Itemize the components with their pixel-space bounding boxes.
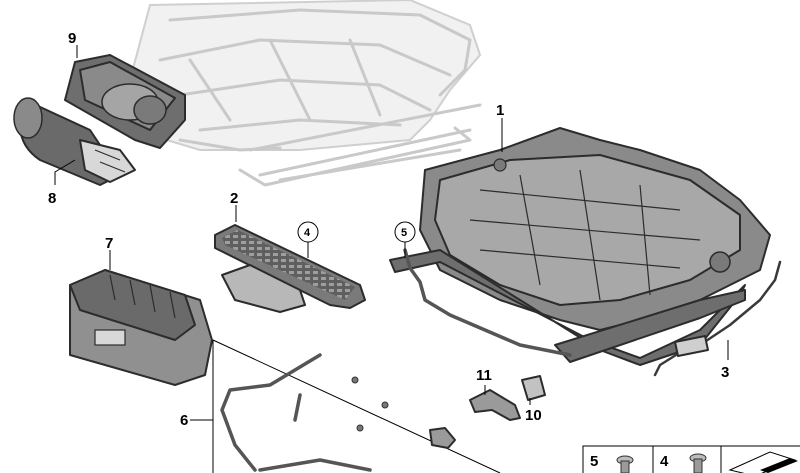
diagram-ref-icon (728, 451, 798, 473)
legend-cell-2 (652, 445, 722, 473)
ghost-seat-frame (128, 0, 482, 187)
callout-3: 3 (721, 364, 729, 381)
part-10-clip (521, 375, 546, 401)
callout-11: 11 (476, 367, 492, 384)
callout-9: 9 (68, 30, 76, 47)
callout-4: 4 (304, 227, 311, 239)
part-3-cable (653, 260, 782, 377)
fastener-legend: 5 4 (582, 445, 800, 473)
callout-2: 2 (230, 190, 238, 207)
callout-8: 8 (48, 190, 56, 207)
part-9-housing (64, 54, 186, 149)
screw-icon (616, 455, 634, 473)
part-6-bracket-set (212, 339, 501, 473)
part-8-cylinder (13, 97, 136, 186)
part-1-seat-frame (389, 127, 771, 366)
leader-lines (54, 45, 729, 421)
callout-4-circle (297, 221, 319, 243)
part-5-cable (403, 248, 572, 357)
callout-6: 6 (180, 412, 188, 429)
callout-5-circle (394, 221, 416, 243)
part-7-block (69, 269, 213, 386)
legend-label-4: 4 (660, 453, 669, 470)
part-2-mesh-panel (214, 224, 366, 313)
part-11-bracket (469, 389, 521, 421)
callout-1: 1 (496, 102, 504, 119)
callout-7: 7 (105, 235, 113, 252)
callout-10: 10 (525, 407, 542, 424)
callouts: 9 8 1 2 7 3 11 10 6 4 5 (48, 30, 729, 429)
legend-label-5: 5 (590, 453, 598, 470)
screw-icon (689, 453, 707, 473)
callout-5: 5 (401, 227, 407, 239)
